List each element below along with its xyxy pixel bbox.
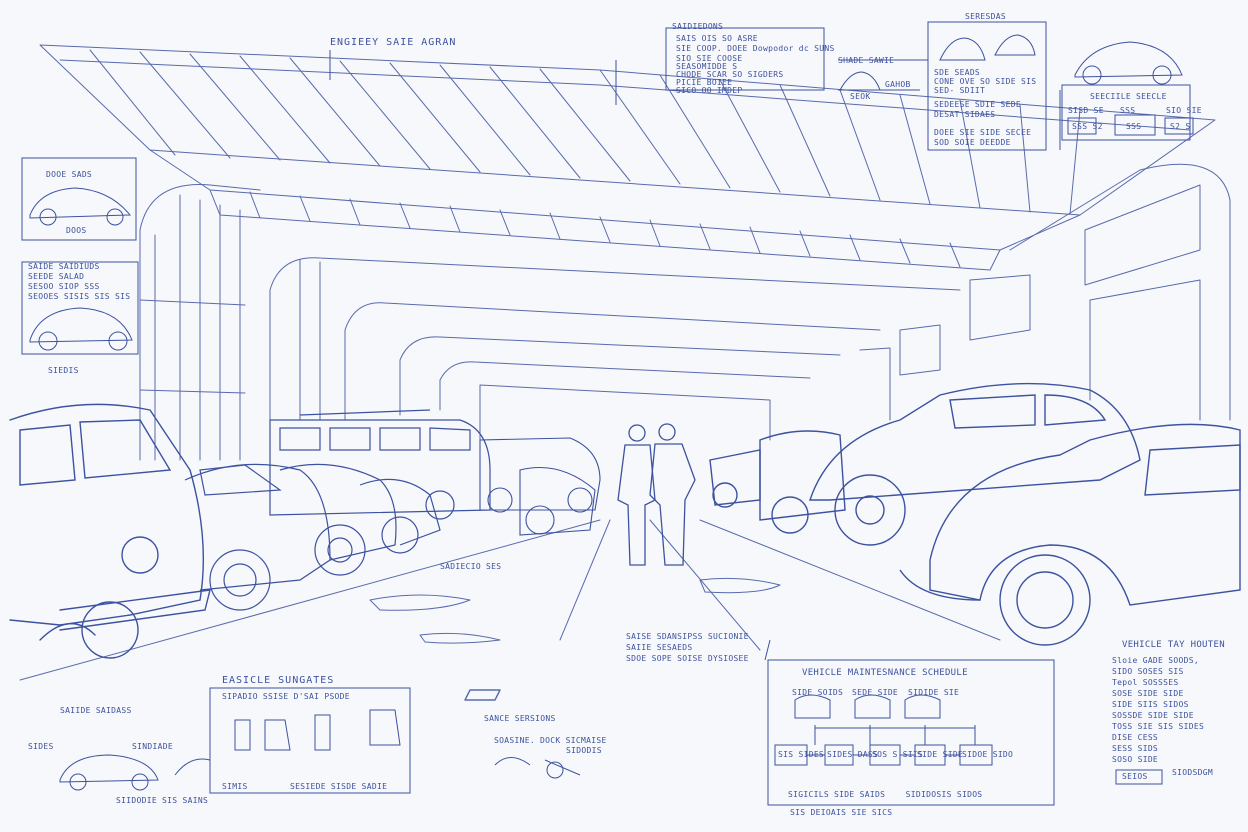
top-block-line-2: SIO SIE COOSE <box>676 54 743 63</box>
schedule-box-3: SIDE SIDE <box>917 750 964 759</box>
schedule-box-2: SOS S SIIS <box>872 750 924 759</box>
floor-note: SADIECIO SES <box>440 562 502 571</box>
schedule-top-0: SIDE SOIDS <box>792 688 844 697</box>
right-list-item-3: SOSE SIDE SIDE <box>1112 689 1184 698</box>
top-block-line-6: SICO OO IMDEP <box>676 86 743 95</box>
center-note-line-2: SDOE SOPE SOISE DYSIOSEE <box>626 654 749 663</box>
schedule-box-1: SIDES DASS <box>827 750 879 759</box>
car-thumbs-line-1: CONE OVE SO SIDE SIS <box>934 77 1037 86</box>
car-thumbs-line-2: SED- SDIIT <box>934 86 986 95</box>
car-thumbs-line-4: DESAT SIDAES <box>934 110 996 119</box>
top-right-code-0: SSS S2 <box>1072 122 1103 131</box>
top-right-code-1: SSS <box>1126 122 1142 131</box>
top-right-box-0: SISD SE <box>1068 106 1104 115</box>
van-left <box>9 403 211 659</box>
car-thumbs-line-6: SOD SOIE DEEDDE <box>934 138 1011 147</box>
roof-frame <box>39 44 1216 216</box>
right-list-item-6: TOSS SIE SIS SIDES <box>1112 722 1205 731</box>
top-block-line-0: SAIS OIS SO ASRE <box>676 34 758 43</box>
right-list-sign: SIODSDGM <box>1172 768 1213 777</box>
car-thumbs-line-0: SDE SEADS <box>934 68 981 77</box>
car-thumbs-line-5: DOEE SIE SIDE SECEE <box>934 128 1032 137</box>
vehicle-stages-title: EASICLE SUNGATES <box>222 675 335 686</box>
left-car-2-title: SAIDE SAIDIUDS <box>28 262 100 271</box>
annotation-frames <box>21 21 1191 806</box>
small-car-sub: SEOK <box>850 92 871 101</box>
car-thumbs-header: SERESDAS <box>965 12 1006 21</box>
bottom-mid-title: SANCE SERSIONS <box>484 714 556 723</box>
left-note: SIEDIS <box>48 366 79 375</box>
schedule-box-4: SIDOE SIDO <box>962 750 1014 759</box>
sheet-title: ENGIEEY SAIE AGRAN <box>330 37 457 48</box>
right-list-item-4: SIDE SIIS SIDOS <box>1112 700 1189 709</box>
two-mechanics <box>617 423 696 566</box>
right-list-item-1: SIDO SOSES SIS <box>1112 667 1184 676</box>
bottom-mid-tag: SIDODIS <box>566 746 602 755</box>
vehicle-stages-caption-1: SIMIS <box>222 782 248 791</box>
schedule-footer: SIGICILS SIDE SAIDS SIDIDOSIS SIDOS <box>788 790 983 799</box>
right-list-item-9: SOSO SIDE <box>1112 755 1159 764</box>
right-cars <box>709 382 1241 646</box>
center-cars <box>479 437 601 536</box>
right-list-stamp: SEIOS <box>1122 772 1148 781</box>
top-block-line-1: SIE COOP. DOEE Dowpodor dc SUNS <box>676 44 835 53</box>
left-beetles <box>184 409 491 611</box>
top-right-box-2: SIO SIE <box>1166 106 1202 115</box>
left-car-2-line-1: SESOO SIOP SSS <box>28 282 100 291</box>
center-note-line-0: SAISE SDANSIPSS SUCIONIE <box>626 632 749 641</box>
top-block-line-4: CHODE SCAR SO SIGDERS <box>676 70 784 79</box>
vehicle-stages-subtitle: SIPADIO SSISE D'SAI PSODE <box>222 692 350 701</box>
bottom-left-label-1: SINDIADE <box>132 742 173 751</box>
bottom-left-footer: SIIDODIE SIS SAINS <box>116 796 209 805</box>
schedule-title: VEHICLE MAINTESNANCE SCHEDULE <box>802 668 968 678</box>
left-car-2-line-0: SEEDE SALAD <box>28 272 85 281</box>
right-list-item-2: Tepol SOSSSES <box>1112 678 1179 687</box>
bottom-left-label-0: SIDES <box>28 742 54 751</box>
car-thumbs-line-3: SEDEESE SDIE SEDE <box>934 100 1021 109</box>
bottom-left-title: SAIIDE SAIDASS <box>60 706 132 715</box>
left-car-2-line-2: SEOOES SISIS SIS SIS <box>28 292 131 301</box>
bottom-mid-sub: SOASINE. DOCK SICMAISE <box>494 736 607 745</box>
top-right-box-1: SSS <box>1120 106 1136 115</box>
top-right-header: SEECIILE SEECLE <box>1090 92 1167 101</box>
center-note-line-1: SAIIE SESAEDS <box>626 643 693 652</box>
right-list-item-7: DISE CESS <box>1112 733 1159 742</box>
thumbnail-cars <box>29 34 1194 791</box>
right-list-item-8: SESS SIDS <box>1112 744 1159 753</box>
right-list-item-0: Sloie GADE SOODS, <box>1112 656 1199 665</box>
left-car-1-sub: DOOS <box>66 226 87 235</box>
left-car-1-title: DOOE SADS <box>46 170 93 179</box>
schedule-box-0: SIS SIDES <box>778 750 825 759</box>
right-list-title: VEHICLE TAY HOUTEN <box>1122 640 1225 650</box>
top-right-code-2: S2 S <box>1170 122 1191 131</box>
top-block-line-3: SEASOMIDDE S <box>676 62 738 71</box>
schedule-top-2: SIDIDE SIE <box>908 688 960 697</box>
right-list-item-5: SOSSDE SIDE SIDE <box>1112 711 1194 720</box>
vehicle-stages-caption-2: SESIEDE SISDE SADIE <box>290 782 388 791</box>
schedule-bottom: SIS DEIOAIS SIE SICS <box>790 808 893 817</box>
top-block-line-5: PICIE BOIEE <box>676 78 733 87</box>
small-car-tag: GAHOB <box>885 80 911 89</box>
schedule-top-1: SEDE SIDE <box>852 688 899 697</box>
top-block-header: SAIDIEDONS <box>672 22 724 31</box>
small-car-title: SHADE SAWIE <box>838 56 895 65</box>
